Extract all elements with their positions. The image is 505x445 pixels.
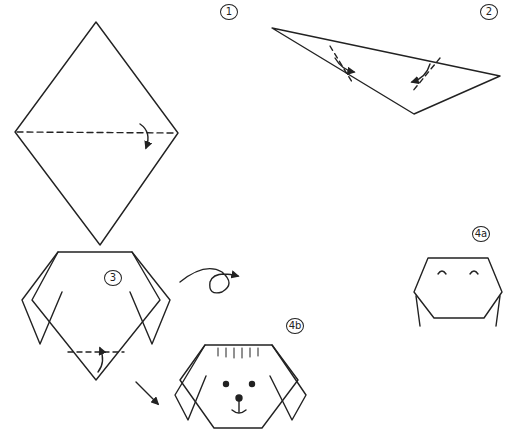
- fold-arrow: [335, 58, 354, 72]
- dog-ear: [175, 345, 206, 420]
- fold-arrow: [98, 348, 103, 372]
- fold-line: [330, 46, 352, 82]
- dog-nose: [236, 395, 242, 401]
- turn-over-arrow: [180, 269, 238, 293]
- dog-ear: [270, 345, 306, 420]
- paper-square: [15, 22, 178, 245]
- dog-ear-tip: [416, 296, 420, 326]
- step-arrow: [136, 382, 158, 404]
- dog-ear-tip: [496, 296, 500, 326]
- fold-line: [17, 132, 176, 133]
- dog-ear: [130, 252, 170, 344]
- paper-triangle: [272, 28, 500, 114]
- callout-number: 4b: [286, 318, 304, 334]
- dog-eye: [224, 382, 229, 387]
- eye-mark: [438, 271, 446, 274]
- dog-eye: [250, 382, 255, 387]
- eye-mark: [470, 271, 478, 274]
- callout-number: 1: [220, 4, 238, 20]
- fold-line: [68, 351, 124, 352]
- dog-mouth: [238, 401, 239, 412]
- fold-arrow: [140, 124, 148, 148]
- callout-number: 2: [480, 4, 498, 20]
- fold-arrow: [412, 64, 430, 82]
- callout-number: 3: [104, 270, 122, 286]
- dog-head-step4a: [414, 258, 502, 318]
- callout-number: 4a: [472, 226, 490, 242]
- fold-line: [412, 58, 440, 92]
- dog-hair: [218, 348, 258, 358]
- dog-ear: [22, 252, 62, 344]
